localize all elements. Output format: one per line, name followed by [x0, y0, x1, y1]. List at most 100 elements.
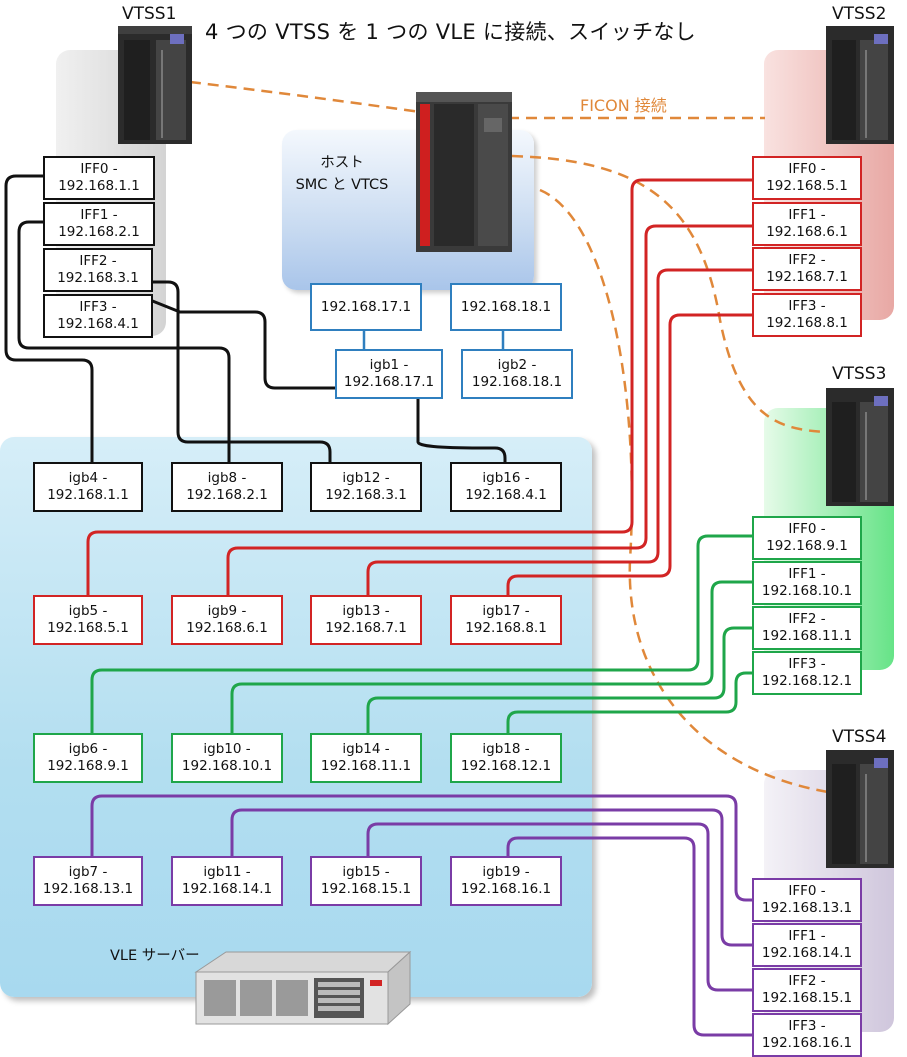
ficon-links	[189, 80, 829, 794]
igb-ip: 192.168.8.1	[465, 620, 547, 636]
iff-name: IFF3 -	[788, 1018, 826, 1034]
vtss4-iff-box: IFF1 - 192.168.14.1	[752, 923, 862, 967]
vtss1-label: VTSS1	[122, 4, 177, 24]
igb-name: igb6 -	[68, 741, 108, 757]
vle-igb-box: igb11 - 192.168.14.1	[171, 856, 283, 906]
vtss2-label: VTSS2	[832, 4, 887, 24]
igb-ip: 192.168.11.1	[320, 758, 412, 774]
iff-ip: 192.168.6.1	[766, 224, 848, 240]
vle-igb-box: igb19 - 192.168.16.1	[450, 856, 562, 906]
host-port-box: 192.168.18.1	[450, 283, 562, 331]
vtss3-label: VTSS3	[832, 364, 887, 384]
iff-name: IFF2 -	[788, 252, 826, 268]
igb-ip: 192.168.2.1	[186, 487, 268, 503]
vle-igb-box: igb16 - 192.168.4.1	[450, 462, 562, 512]
igb-ip: 192.168.6.1	[186, 620, 268, 636]
vtss1-cabinet-icon	[118, 26, 192, 144]
igb-name: igb5 -	[68, 603, 108, 619]
host-mainframe-icon	[416, 92, 512, 252]
vtss3-links	[90, 534, 752, 733]
vtss2-links	[86, 178, 752, 595]
iff-ip: 192.168.4.1	[57, 316, 139, 332]
vtss2-iff-box: IFF2 - 192.168.7.1	[752, 247, 862, 291]
vle-server-label: VLE サーバー	[110, 948, 200, 964]
iff-name: IFF2 -	[788, 611, 826, 627]
igb-ip: 192.168.17.1	[343, 374, 435, 390]
host-igb-box: igb2 - 192.168.18.1	[461, 349, 573, 399]
vle-igb-box: igb12 - 192.168.3.1	[310, 462, 422, 512]
iff-ip: 192.168.15.1	[761, 990, 853, 1006]
igb-ip: 192.168.4.1	[465, 487, 547, 503]
vle-igb-box: igb8 - 192.168.2.1	[171, 462, 283, 512]
iff-ip: 192.168.16.1	[761, 1035, 853, 1051]
iff-ip: 192.168.3.1	[57, 270, 139, 286]
vle-igb-box: igb5 - 192.168.5.1	[33, 595, 143, 645]
igb-ip: 192.168.5.1	[47, 620, 129, 636]
iff-name: IFF0 -	[80, 161, 118, 177]
host-igb-box: igb1 - 192.168.17.1	[335, 349, 443, 399]
iff-ip: 192.168.1.1	[58, 178, 140, 194]
vtss1-iff-box: IFF1 - 192.168.2.1	[43, 202, 155, 246]
igb-name: igb4 -	[68, 470, 108, 486]
iff-ip: 192.168.11.1	[761, 628, 853, 644]
vtss4-links	[90, 794, 752, 1037]
vtss1-iff-box: IFF2 - 192.168.3.1	[43, 248, 153, 292]
vtss2-cabinet-icon	[826, 26, 894, 144]
vtss2-iff-box: IFF0 - 192.168.5.1	[752, 156, 862, 200]
igb-name: igb13 -	[342, 603, 390, 619]
igb-name: igb11 -	[203, 864, 251, 880]
vle-server-icon	[194, 950, 412, 1026]
igb-name: igb12 -	[342, 470, 390, 486]
host-port-box: 192.168.17.1	[310, 283, 422, 331]
igb-name: igb14 -	[342, 741, 390, 757]
iff-ip: 192.168.8.1	[766, 315, 848, 331]
iff-ip: 192.168.2.1	[58, 224, 140, 240]
vtss3-cabinet-icon	[826, 388, 894, 506]
igb-name: igb17 -	[482, 603, 530, 619]
igb-ip: 192.168.15.1	[320, 881, 412, 897]
igb-name: igb10 -	[203, 741, 251, 757]
vle-igb-box: igb6 - 192.168.9.1	[33, 733, 143, 783]
igb-ip: 192.168.14.1	[181, 881, 273, 897]
iff-ip: 192.168.14.1	[761, 945, 853, 961]
vtss3-iff-box: IFF2 - 192.168.11.1	[752, 606, 862, 650]
igb-ip: 192.168.1.1	[47, 487, 129, 503]
iff-ip: 192.168.10.1	[761, 583, 853, 599]
host-label-line1: ホスト	[320, 155, 364, 171]
igb-name: igb15 -	[342, 864, 390, 880]
iff-name: IFF0 -	[788, 521, 826, 537]
host-port-ip: 192.168.17.1	[320, 298, 412, 315]
iff-name: IFF3 -	[788, 298, 826, 314]
igb-ip: 192.168.16.1	[460, 881, 552, 897]
vtss3-iff-box: IFF0 - 192.168.9.1	[752, 516, 862, 560]
vtss2-iff-box: IFF1 - 192.168.6.1	[752, 202, 862, 246]
igb-ip: 192.168.10.1	[181, 758, 273, 774]
vtss4-cabinet-icon	[826, 750, 894, 868]
igb-name: igb19 -	[482, 864, 530, 880]
host-port-ip: 192.168.18.1	[460, 298, 552, 315]
vtss4-label: VTSS4	[832, 727, 887, 747]
iff-ip: 192.168.5.1	[766, 178, 848, 194]
igb-name: igb8 -	[207, 470, 247, 486]
iff-name: IFF0 -	[788, 161, 826, 177]
igb-ip: 192.168.12.1	[460, 758, 552, 774]
vle-igb-box: igb18 - 192.168.12.1	[450, 733, 562, 783]
host-links	[362, 329, 505, 349]
vle-igb-box: igb9 - 192.168.6.1	[171, 595, 283, 645]
vle-igb-box: igb7 - 192.168.13.1	[33, 856, 143, 906]
igb-name: igb7 -	[68, 864, 108, 880]
iff-name: IFF3 -	[79, 299, 117, 315]
igb-name: igb9 -	[207, 603, 247, 619]
vle-igb-box: igb13 - 192.168.7.1	[310, 595, 422, 645]
iff-name: IFF3 -	[788, 656, 826, 672]
vtss4-iff-box: IFF2 - 192.168.15.1	[752, 968, 862, 1012]
host-label: ホスト SMC と VTCS	[282, 152, 402, 196]
vtss2-iff-box: IFF3 - 192.168.8.1	[752, 293, 862, 337]
igb-ip: 192.168.7.1	[325, 620, 407, 636]
ficon-label: FICON 接続	[580, 96, 667, 115]
iff-ip: 192.168.9.1	[766, 538, 848, 554]
vle-igb-box: igb15 - 192.168.15.1	[310, 856, 422, 906]
vle-igb-box: igb4 - 192.168.1.1	[33, 462, 143, 512]
iff-name: IFF1 -	[788, 566, 826, 582]
iff-name: IFF2 -	[788, 973, 826, 989]
